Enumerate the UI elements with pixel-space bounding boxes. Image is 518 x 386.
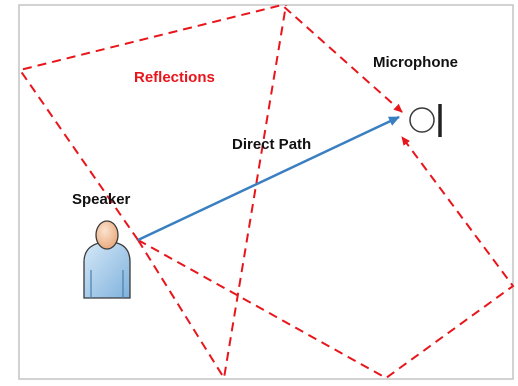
direct-path-arrow <box>137 115 400 242</box>
direct-path-label: Direct Path <box>232 136 311 153</box>
reflection-path-bottom <box>137 4 287 381</box>
room-border <box>18 4 514 380</box>
reflection-path-right <box>137 136 515 380</box>
reflection-paths <box>18 3 515 381</box>
reflection-path-top <box>18 3 403 241</box>
microphone-icon <box>409 104 442 137</box>
reflections-label: Reflections <box>134 69 215 86</box>
microphone-label: Microphone <box>373 54 458 71</box>
speaker-label: Speaker <box>72 191 131 208</box>
person-icon <box>83 220 131 299</box>
